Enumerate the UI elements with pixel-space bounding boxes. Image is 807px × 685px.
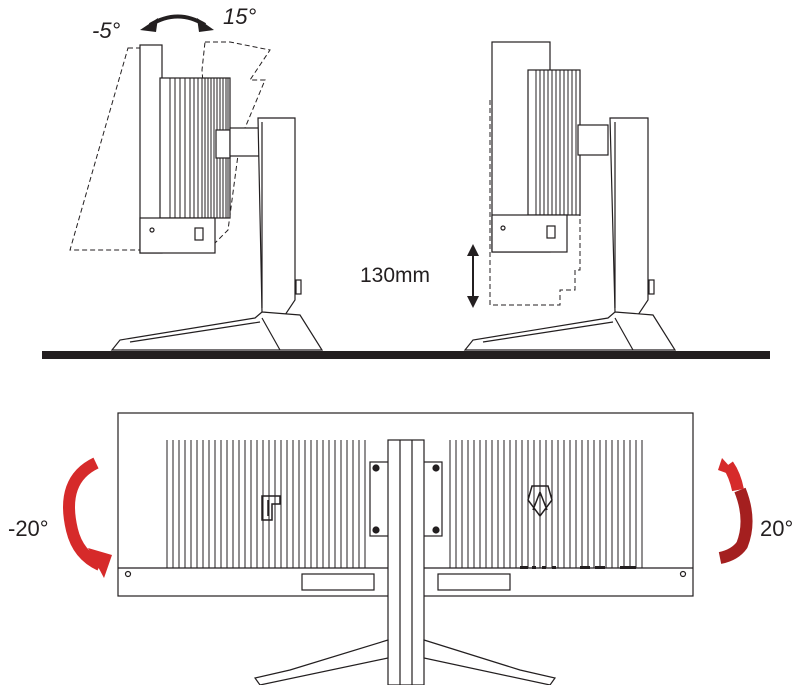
height-illustration <box>463 41 677 351</box>
swivel-left-arrow-icon <box>63 457 112 578</box>
height-range-label: 130mm <box>360 264 430 287</box>
tilt-forward-label: -5° <box>92 18 121 43</box>
tilt-illustration <box>69 41 324 351</box>
swivel-right-arrow-icon <box>718 458 753 564</box>
tilt-arrow-icon <box>140 14 214 32</box>
tilt-backward-label: 15° <box>223 4 256 29</box>
swivel-right-label: 20° <box>760 516 793 541</box>
floor-line <box>42 351 770 359</box>
swivel-illustration <box>117 412 694 685</box>
height-arrow-icon <box>467 244 479 308</box>
swivel-left-label: -20° <box>8 516 49 541</box>
